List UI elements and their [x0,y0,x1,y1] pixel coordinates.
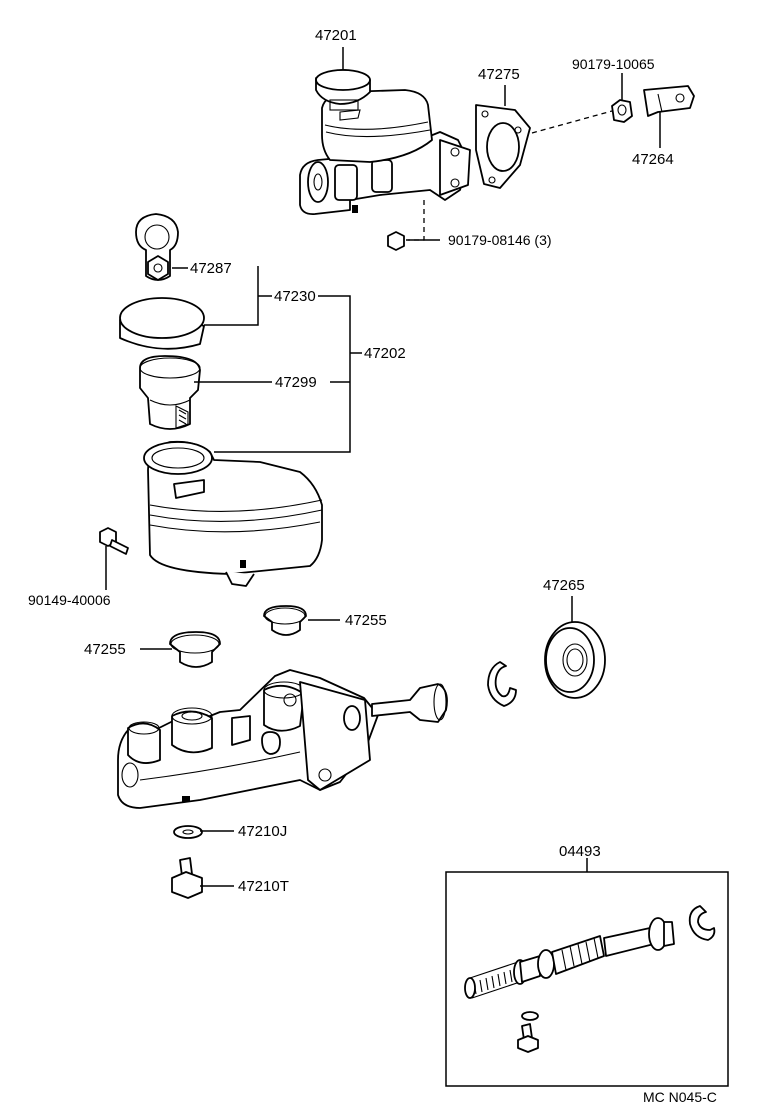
label-47201: 47201 [315,27,357,44]
grommet-right-drawing [263,605,307,636]
gasket-drawing [475,104,531,189]
leader-lines [105,47,661,887]
bolt-drawing [387,231,405,251]
label-47287: 47287 [190,260,232,277]
label-47210T: 47210T [238,878,289,895]
clevis-drawing [643,85,695,117]
piston-spring-drawing [464,959,527,999]
label-47264: 47264 [632,151,674,168]
screw-drawing [99,527,129,555]
label-47230: 47230 [274,288,316,305]
reservoir-cap-drawing [119,297,205,350]
washer-drawing [173,825,203,839]
diagram-code: MC N045-C [643,1089,717,1105]
label-04493: 04493 [559,843,601,860]
label-90149-40006: 90149-40006 [28,592,111,608]
strainer-drawing [139,355,201,430]
reservoir-seal-drawing [135,213,179,281]
nut-drawing [611,99,633,123]
label-90179-10065: 90179-10065 [572,56,655,72]
label-47299: 47299 [275,374,317,391]
piston-drawing [519,917,675,983]
repair-kit-box [445,871,729,1087]
label-47255-right: 47255 [345,612,387,629]
label-47275: 47275 [478,66,520,83]
union-bolt-drawing [171,857,203,899]
master-cylinder-body-drawing [117,669,448,809]
grommet-left-drawing [169,631,221,668]
snap-ring-drawing [487,661,517,707]
label-47210J: 47210J [238,823,287,840]
reservoir-tank-drawing [143,440,323,587]
label-47265: 47265 [543,577,585,594]
cup-seal-drawing [544,621,606,699]
label-90179-08146: 90179-08146 (3) [448,232,552,248]
label-47202: 47202 [364,345,406,362]
master-cylinder-assembly-drawing [299,69,471,215]
label-47255-left: 47255 [84,641,126,658]
